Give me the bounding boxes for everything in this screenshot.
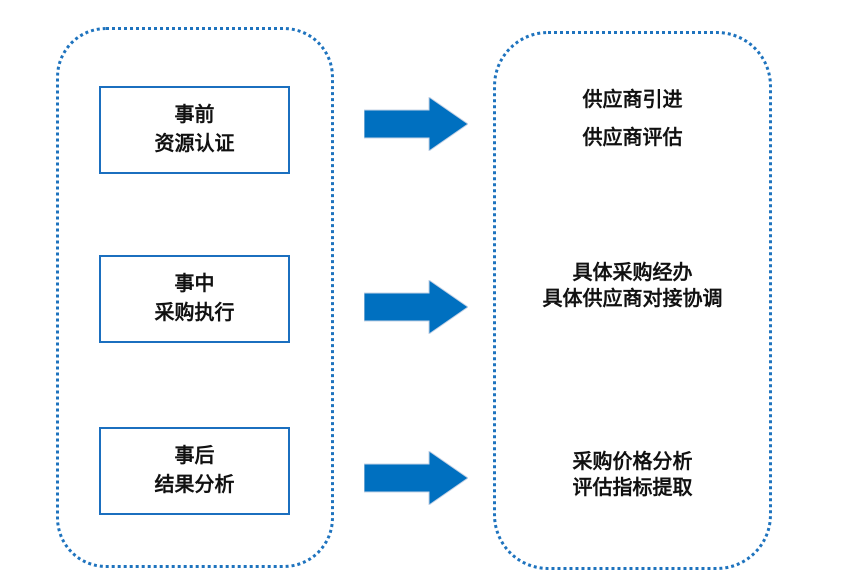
outputs-panel: [493, 31, 772, 570]
output-line: 具体供应商对接协调: [542, 288, 723, 310]
stage-box-after: 事后 结果分析: [99, 427, 290, 515]
stage-label-line1: 事中: [174, 273, 215, 295]
stage-label-line1: 事后: [174, 445, 215, 467]
arrow-right-icon: [364, 451, 468, 505]
stages-panel: [56, 27, 334, 568]
output-line: 采购价格分析: [572, 451, 693, 473]
output-line: 供应商引进: [582, 89, 683, 111]
output-line: 供应商评估: [582, 127, 683, 149]
stage-label-line2: 结果分析: [154, 474, 235, 496]
output-line: 评估指标提取: [572, 477, 693, 499]
stage-label-line2: 资源认证: [154, 133, 235, 155]
arrow-right-icon: [364, 280, 468, 334]
outputs-before: 供应商引进 供应商评估: [493, 85, 772, 153]
outputs-after: 采购价格分析 评估指标提取: [493, 449, 772, 501]
output-line: 具体采购经办: [572, 262, 693, 284]
arrow-right-icon: [364, 97, 468, 151]
stage-box-during: 事中 采购执行: [99, 255, 290, 343]
stage-label-line2: 采购执行: [154, 302, 235, 324]
stage-label-line1: 事前: [174, 104, 215, 126]
stage-box-before: 事前 资源认证: [99, 86, 290, 174]
outputs-during: 具体采购经办 具体供应商对接协调: [493, 260, 772, 312]
